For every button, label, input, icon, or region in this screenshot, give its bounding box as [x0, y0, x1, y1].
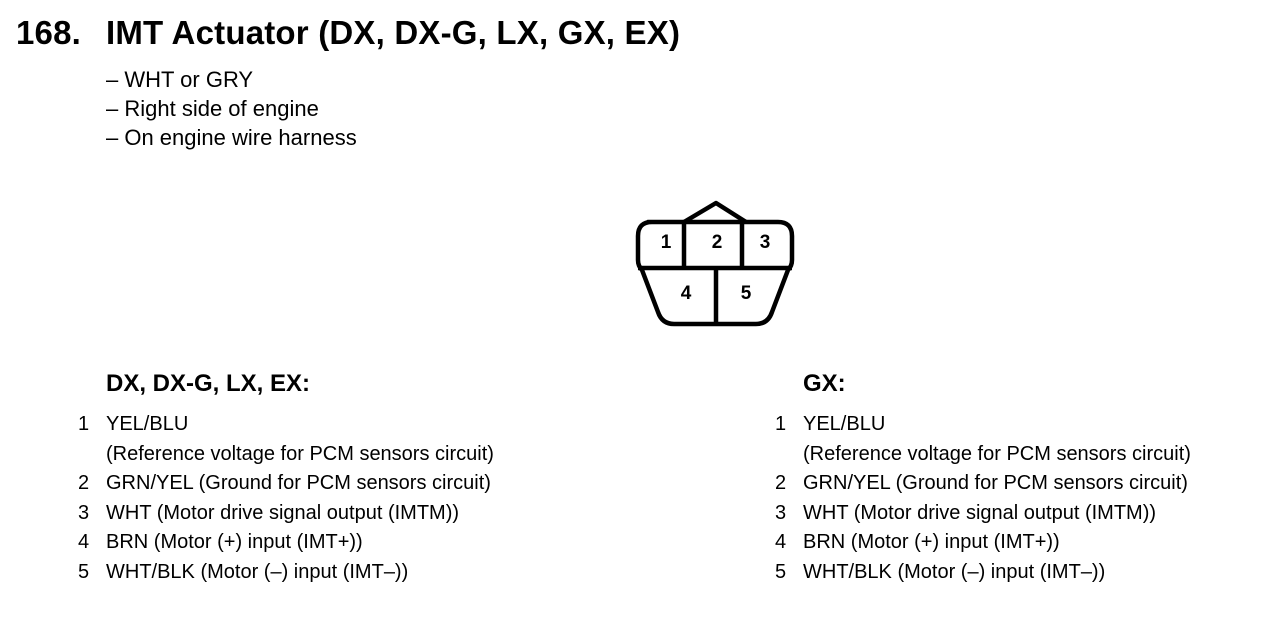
pin-row: 3 WHT (Motor drive signal output (IMTM)) — [78, 499, 494, 529]
pinout-gx: GX: 1 YEL/BLU (Reference voltage for PCM… — [775, 368, 1191, 587]
pin-wire: YEL/BLU — [803, 413, 886, 435]
pin-number: 4 — [78, 531, 90, 553]
pin-number: 2 — [775, 472, 787, 494]
pinout-dx-lx-ex: DX, DX-G, LX, EX: 1 YEL/BLU (Reference v… — [78, 368, 494, 587]
pin-row: 4 BRN (Motor (+) input (IMT+)) — [775, 528, 1191, 558]
pin-label-5: 5 — [741, 283, 752, 304]
pin-number: 5 — [78, 560, 90, 583]
pin-description: BRN (Motor (+) input (IMT+)) — [803, 531, 1060, 553]
pin-description: (Reference voltage for PCM sensors circu… — [803, 442, 1191, 465]
pin-number: 1 — [775, 413, 787, 435]
pin-description: GRN/YEL (Ground for PCM sensors circuit) — [106, 472, 491, 494]
section-title: IMT Actuator (DX, DX-G, LX, GX, EX) — [106, 14, 681, 51]
pin-row: 1 YEL/BLU (Reference voltage for PCM sen… — [775, 410, 1191, 469]
connector-diagram: 1 2 3 4 5 — [632, 196, 802, 332]
note-harness: – On engine wire harness — [106, 125, 357, 150]
section-number: 168. — [16, 14, 82, 51]
page-title: 168. IMT Actuator (DX, DX-G, LX, GX, EX) — [16, 14, 680, 52]
pin-description: (Reference voltage for PCM sensors circu… — [106, 442, 494, 465]
pin-list-dx-lx-ex: 1 YEL/BLU (Reference voltage for PCM sen… — [78, 410, 494, 587]
pin-description: GRN/YEL (Ground for PCM sensors circuit) — [803, 472, 1188, 494]
pinout-heading-dx-lx-ex: DX, DX-G, LX, EX: — [106, 370, 311, 397]
connector-key — [682, 200, 748, 224]
pin-description: WHT/BLK (Motor (–) input (IMT–)) — [803, 560, 1106, 583]
note-location: – Right side of engine — [106, 96, 319, 121]
pin-description: WHT (Motor drive signal output (IMTM)) — [803, 501, 1157, 524]
pin-wire: YEL/BLU — [106, 413, 189, 435]
connector-outline: 1 2 3 4 5 — [635, 200, 795, 327]
pin-row: 3 WHT (Motor drive signal output (IMTM)) — [775, 499, 1191, 529]
pin-row: 2 GRN/YEL (Ground for PCM sensors circui… — [775, 469, 1191, 499]
pin-row: 5 WHT/BLK (Motor (–) input (IMT–)) — [78, 558, 494, 588]
pin-description: BRN (Motor (+) input (IMT+)) — [106, 531, 363, 553]
pin-description: WHT/BLK (Motor (–) input (IMT–)) — [106, 560, 409, 583]
connector-notes: – WHT or GRY – Right side of engine – On… — [106, 65, 357, 152]
pin-row: 2 GRN/YEL (Ground for PCM sensors circui… — [78, 469, 494, 499]
pinout-heading-gx: GX: — [803, 370, 846, 397]
pin-label-3: 3 — [760, 232, 771, 253]
pin-number: 1 — [78, 413, 90, 435]
pin-label-4: 4 — [681, 283, 692, 304]
pin-description: WHT (Motor drive signal output (IMTM)) — [106, 501, 460, 524]
pin-number: 2 — [78, 472, 90, 494]
pin-label-1: 1 — [661, 232, 672, 253]
pin-label-2: 2 — [712, 232, 723, 253]
pin-number: 5 — [775, 560, 787, 583]
note-color: – WHT or GRY — [106, 67, 254, 92]
pin-number: 4 — [775, 531, 787, 553]
pin-number: 3 — [78, 501, 90, 524]
pin-list-gx: 1 YEL/BLU (Reference voltage for PCM sen… — [775, 410, 1191, 587]
pin-row: 4 BRN (Motor (+) input (IMT+)) — [78, 528, 494, 558]
pin-row: 1 YEL/BLU (Reference voltage for PCM sen… — [78, 410, 494, 469]
pin-number: 3 — [775, 501, 787, 524]
pin-row: 5 WHT/BLK (Motor (–) input (IMT–)) — [775, 558, 1191, 588]
